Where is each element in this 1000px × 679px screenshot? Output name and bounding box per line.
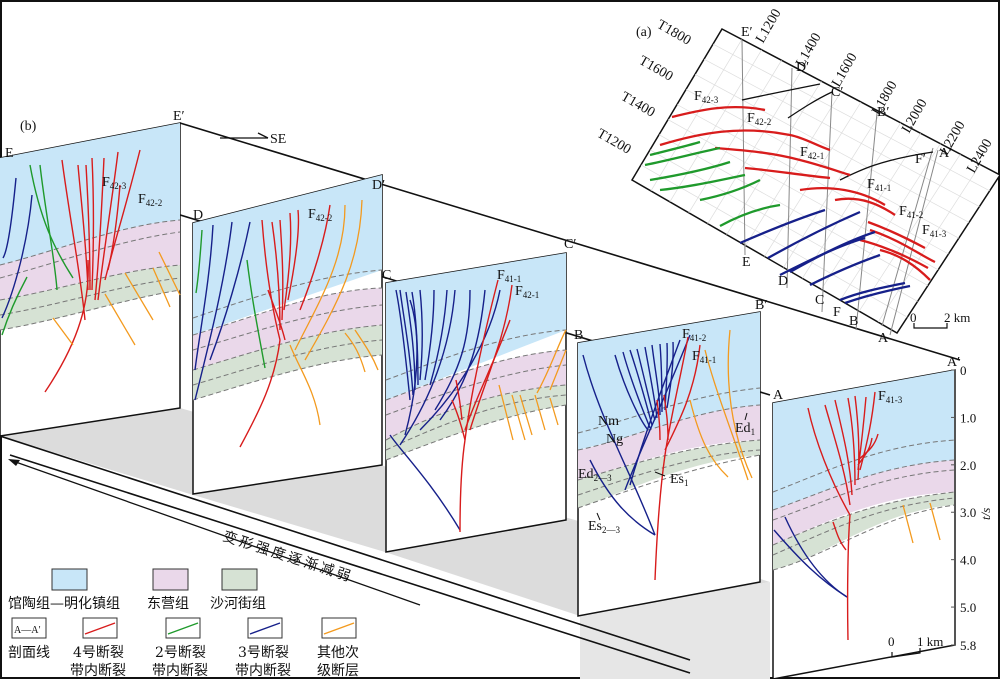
section-b-start-label: B <box>574 328 583 343</box>
map-fault-label: F41-3 <box>922 223 947 239</box>
section-a-start-label: A <box>773 388 784 403</box>
map-fault-label: F42-3 <box>694 89 719 105</box>
legend-swatch-shahejie <box>221 568 258 591</box>
map-grid-line <box>712 43 990 192</box>
legend-swatch-guantao <box>51 568 88 591</box>
section-b-end-label: B′ <box>755 298 767 313</box>
section-a <box>772 369 956 679</box>
fault-label: F42-2 <box>138 192 162 208</box>
map-start-label-e: E <box>742 255 751 270</box>
svg-text:带内断裂: 带内断裂 <box>70 663 126 679</box>
section-c <box>385 252 567 553</box>
section-c-end-label: C′ <box>564 237 576 252</box>
legend-swatch-dongying <box>152 568 189 591</box>
fault-label: F42-3 <box>102 175 127 191</box>
map-start-label-f: F <box>833 305 841 320</box>
svg-text:0: 0 <box>910 310 917 325</box>
svg-text:0: 0 <box>888 634 895 649</box>
map-grid-line <box>676 104 949 255</box>
svg-text:剖面线: 剖面线 <box>8 645 50 661</box>
stratum-label-ed23: Ed2—3 <box>578 467 612 483</box>
svg-text:3号断裂: 3号断裂 <box>238 645 289 661</box>
legend-swatch-section-line <box>11 617 47 639</box>
map-start-label-a: A <box>878 331 889 346</box>
fault-label: F41-1 <box>497 268 521 284</box>
map-grid-line <box>658 134 929 286</box>
svg-text:级断层: 级断层 <box>317 663 359 679</box>
map-fault-label: F42-2 <box>747 111 771 127</box>
map-fault-label: F41-2 <box>899 204 923 220</box>
scale-bar-a: 0 2 km <box>910 310 970 329</box>
scale-bar-b: 0 1 km <box>888 634 943 658</box>
map-grid-line <box>694 73 970 223</box>
fault-label: F41-3 <box>878 389 903 405</box>
svg-text:带内断裂: 带内断裂 <box>235 663 291 679</box>
trend-arrow <box>8 459 421 606</box>
panel-b-label: (b) <box>20 119 37 134</box>
axis-tick-label: 2.0 <box>960 458 976 473</box>
section-c-start-label: C <box>382 268 391 283</box>
floor-plane <box>580 582 770 679</box>
section-e <box>0 122 181 437</box>
map-start-label-b: B <box>849 314 858 329</box>
direction-indicator: SE <box>220 132 286 147</box>
axis-tick-label: 1.0 <box>960 410 976 425</box>
svg-text:2 km: 2 km <box>944 310 970 325</box>
section-a-end-label: A′ <box>947 355 960 370</box>
map-end-label-e: E′ <box>741 25 753 40</box>
legend-label-guantao: 馆陶组—明化镇组 <box>8 596 120 612</box>
svg-text:带内断裂: 带内断裂 <box>152 663 208 679</box>
stratum-label-ed1: Ed1 <box>735 421 755 437</box>
stratum-label-nm: Nm <box>598 414 619 429</box>
time-axis: 0 1.0 2.0 3.0 4.0 5.0 5.8 t/s <box>951 363 993 653</box>
section-e-start-label: E <box>5 146 14 161</box>
map-end-label-a: A′ <box>939 146 952 161</box>
map-end-label-f: F′ <box>915 152 926 167</box>
stratum-label-es23: Es2—3 <box>588 519 621 535</box>
section-b <box>577 311 761 617</box>
axis-tick-label: 4.0 <box>960 553 976 568</box>
section-d <box>192 174 383 495</box>
map-fault-label: F42-1 <box>800 145 824 161</box>
svg-text:2号断裂: 2号断裂 <box>155 645 206 661</box>
map-end-label-b: B′ <box>877 105 889 120</box>
svg-text:其他次: 其他次 <box>317 645 359 661</box>
panel-b-fence-diagram: 0 1.0 2.0 3.0 4.0 5.0 5.8 t/s (b) SE E E′ D D′… <box>0 109 993 679</box>
map-grid-line <box>667 119 939 271</box>
map-start-label-c: C <box>815 293 824 308</box>
section-d-end-label: D′ <box>372 178 385 193</box>
legend-label-dongying: 东营组 <box>147 596 189 612</box>
map-fault-label: F41-1 <box>867 177 891 193</box>
axis-tick-label: 3.0 <box>960 505 976 520</box>
map-end-label-d: D′ <box>796 60 809 75</box>
panel-a-label: (a) <box>636 25 652 40</box>
map-grid-line <box>703 58 980 207</box>
fault-label: F41-2 <box>682 327 706 343</box>
stratum-label-ng: Ng <box>606 432 623 447</box>
axis-tick-label: 0 <box>960 363 967 378</box>
map-end-label-c: C′ <box>831 85 843 100</box>
map-grid-line <box>685 89 959 239</box>
stratum-label-es1: Es1 <box>670 472 689 488</box>
map-start-label-d: D <box>778 274 788 289</box>
fault-label: F42-2 <box>308 207 332 223</box>
svg-text:1 km: 1 km <box>917 634 943 649</box>
axis-tick-label: 5.8 <box>960 638 976 653</box>
legend: 馆陶组—明化镇组 东营组 沙河街组 A—A′ 剖面线 4号断裂 带内断裂 2号断… <box>8 568 359 679</box>
fault-label: F42-1 <box>515 284 539 300</box>
svg-text:4号断裂: 4号断裂 <box>73 645 124 661</box>
svg-text:A—A′: A—A′ <box>14 625 41 636</box>
section-e-end-label: E′ <box>173 109 185 124</box>
axis-label: t/s <box>978 508 993 520</box>
section-d-start-label: D <box>193 208 203 223</box>
fault-label: F41-1 <box>692 349 716 365</box>
legend-label-shahejie: 沙河街组 <box>210 596 266 612</box>
axis-tick-label: 5.0 <box>960 600 976 615</box>
direction-label: SE <box>270 132 286 147</box>
